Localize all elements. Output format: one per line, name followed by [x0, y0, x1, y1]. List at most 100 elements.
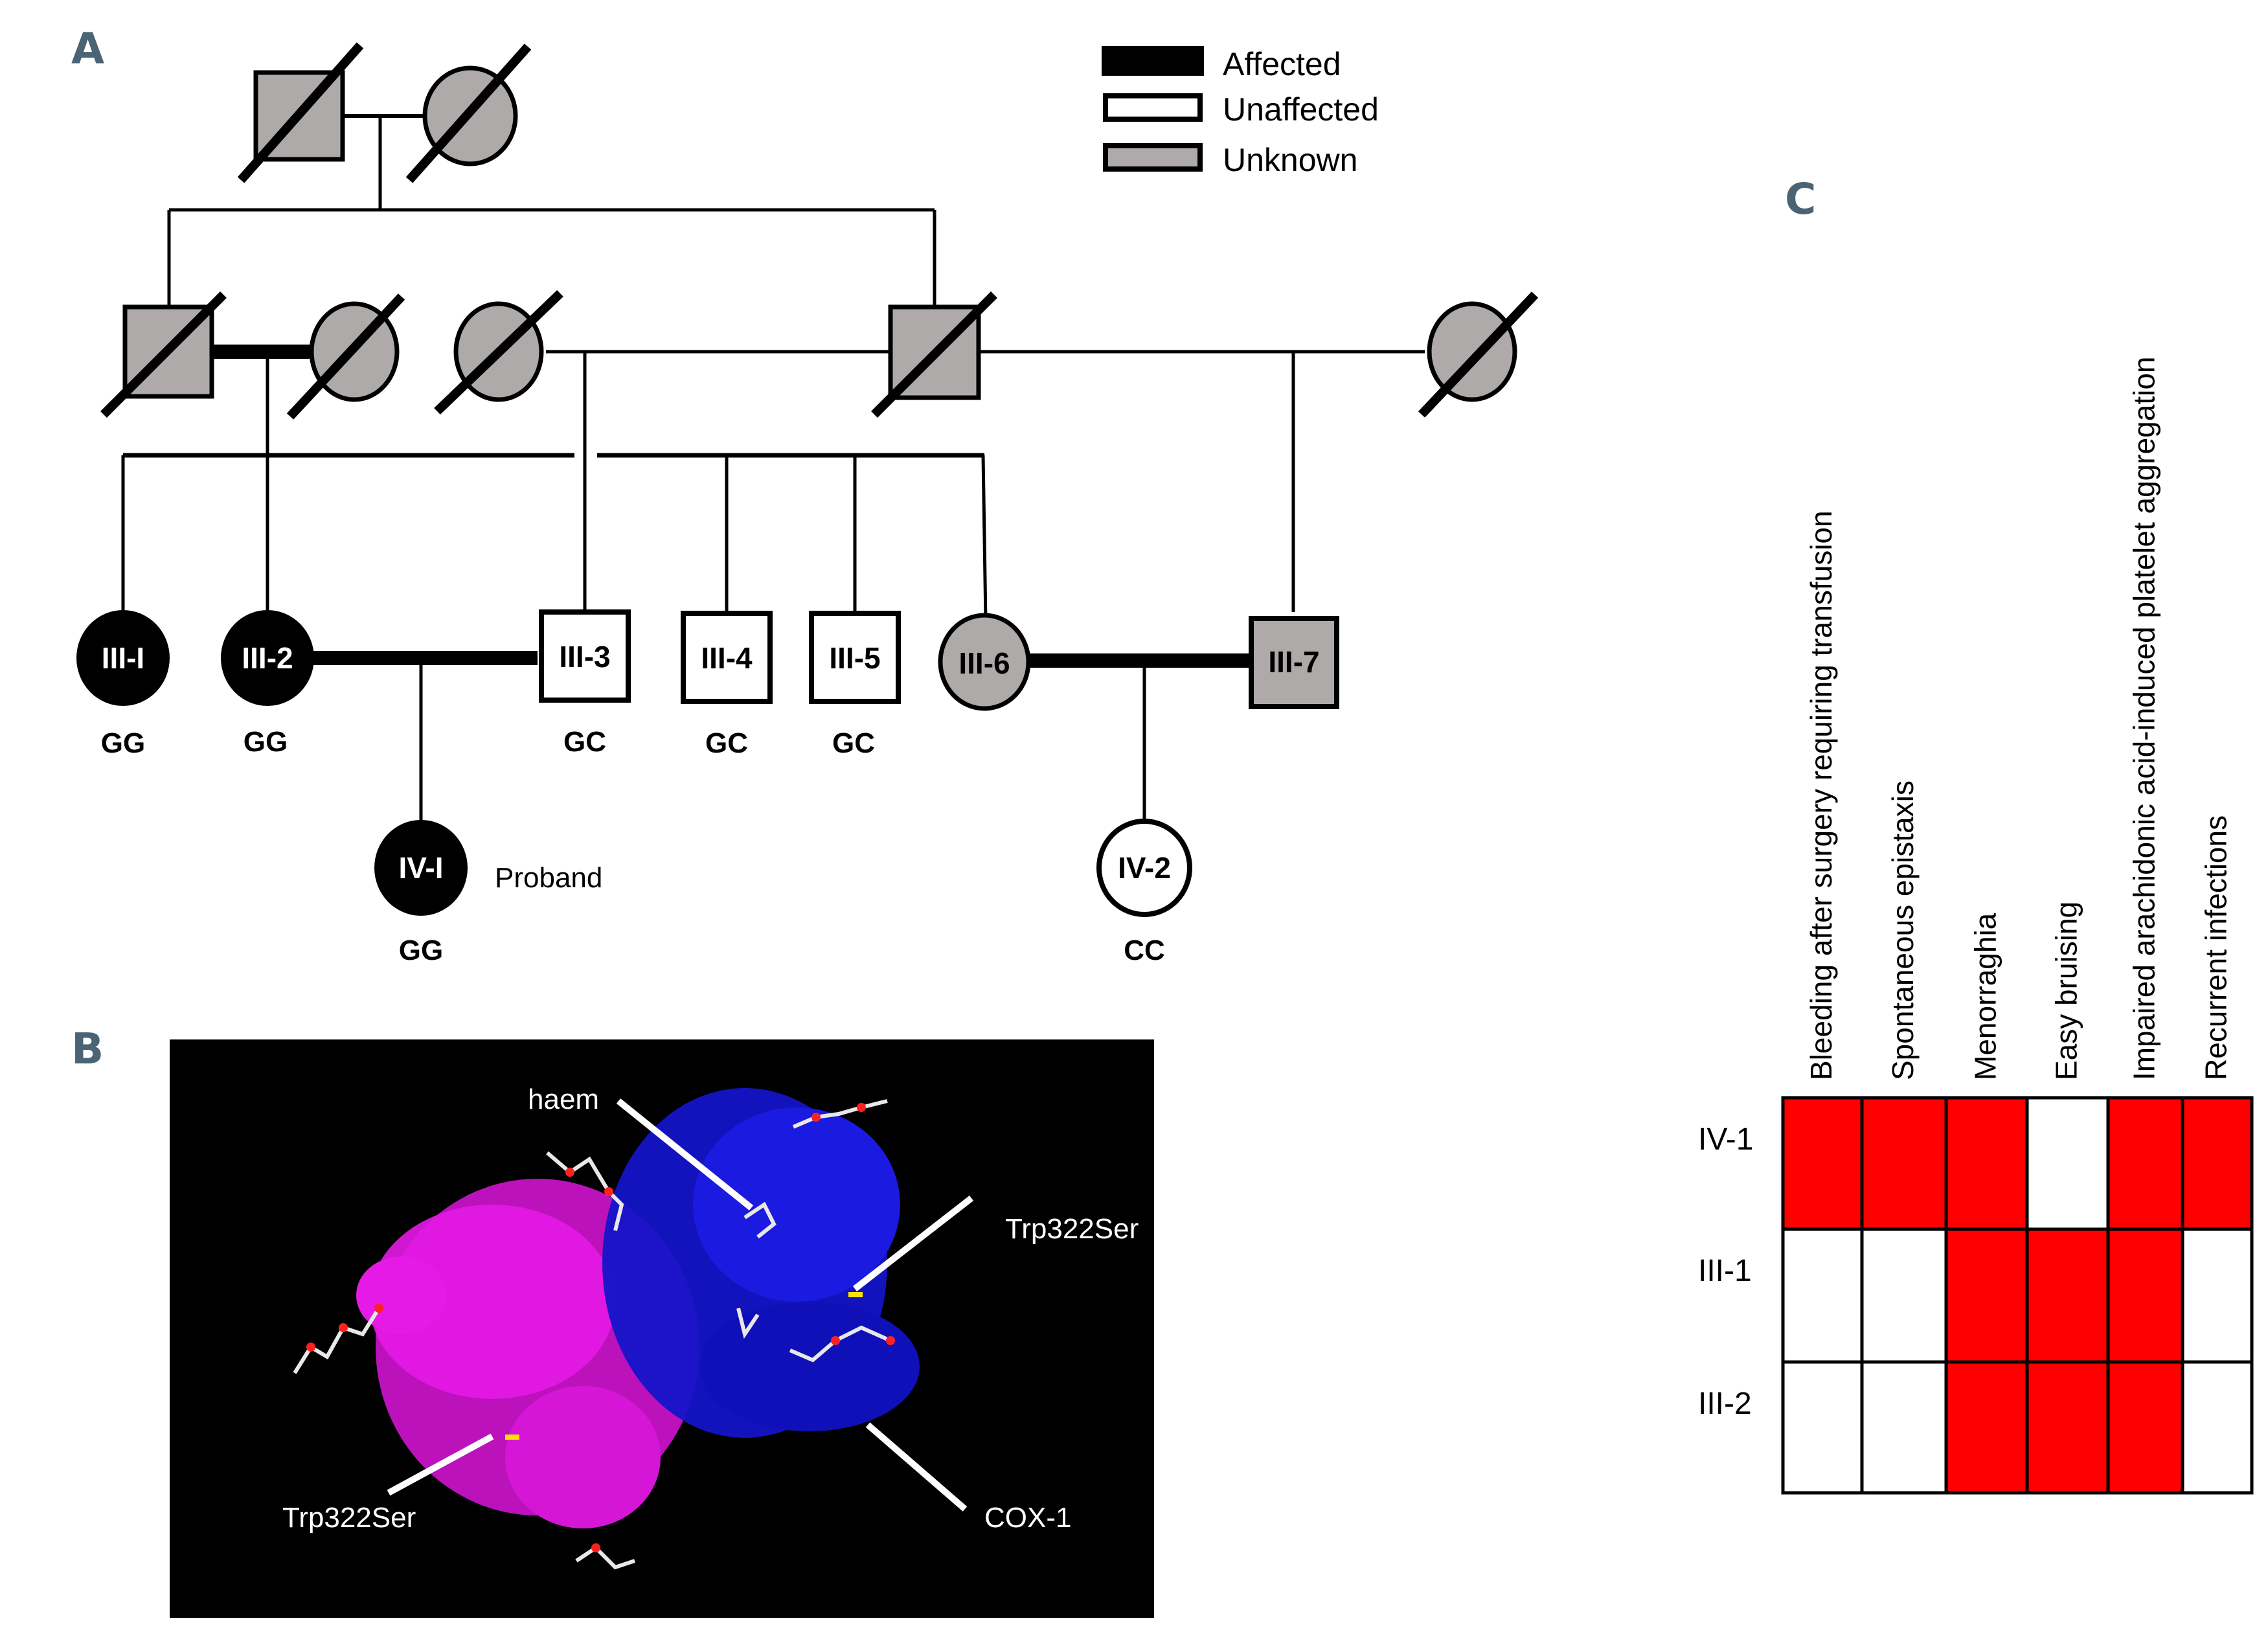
heatmap-column-label: Recurrent infections [2199, 815, 2233, 1080]
male-symbol-unaffected [809, 611, 901, 704]
atom [591, 1543, 600, 1552]
label-trp322ser-left: Trp322Ser [282, 1502, 416, 1534]
heatmap-row-label: III-2 [1698, 1387, 1752, 1421]
individual-label: IV-2 [1118, 851, 1171, 885]
legend-label-unknown: Unknown [1223, 142, 1357, 178]
pointer-haem [616, 1098, 754, 1210]
heatmap-row-label: III-1 [1698, 1254, 1752, 1288]
ligand [293, 1307, 381, 1374]
individual-ii3 [434, 289, 563, 415]
atom [565, 1168, 574, 1177]
heatmap-column-label: Bleeding after surgery requiring transfu… [1804, 510, 1838, 1080]
individual-label: III-I [102, 641, 144, 675]
heatmap-cell [2106, 1360, 2184, 1495]
heatmap-cell [1944, 1096, 2029, 1231]
chain-left [356, 1256, 447, 1334]
individual-ii4 [871, 291, 997, 418]
atom [604, 1187, 613, 1196]
individual-label: III-3 [559, 640, 610, 674]
female-symbol-unknown [938, 613, 1031, 711]
individual-iv1-proband: IV-I Proband GG [374, 820, 602, 966]
heatmap-column-label: Impaired arachidonic acid-induced platel… [2127, 357, 2161, 1081]
legend-swatch-unaffected [1103, 93, 1203, 122]
genotype: GC [563, 726, 606, 758]
individual-label: III-6 [958, 646, 1010, 680]
female-symbol [1427, 301, 1517, 402]
symptom-heatmap: Bleeding after surgery requiring transfu… [1698, 357, 2254, 1495]
cox1-chain-blue [602, 1088, 920, 1438]
panel-label-a: A [71, 24, 104, 74]
ligands [293, 1099, 892, 1570]
female-symbol-affected [374, 820, 468, 916]
female-symbol-unaffected [1096, 819, 1192, 917]
heatmap-cell [2106, 1096, 2184, 1231]
genotype: GG [244, 726, 288, 758]
heatmap-cell [1860, 1227, 1948, 1364]
protein-structure-panel: haem Trp322Ser Trp322Ser COX-1 [170, 1039, 1154, 1618]
individual-iii7: III-7 [1249, 616, 1339, 709]
individual-ii1 [100, 291, 227, 418]
genotype: GC [832, 727, 875, 759]
heatmap-cells [1781, 1096, 2254, 1495]
female-symbol-affected [76, 610, 170, 706]
individual-label: III-4 [701, 641, 753, 675]
individual-iii4: III-4 GC [681, 611, 773, 759]
heatmap-cell [2025, 1227, 2110, 1364]
heatmap-cell [1944, 1227, 2029, 1364]
oxygen-atoms [306, 1103, 895, 1552]
deceased-slash [286, 293, 405, 420]
individual-i2 [405, 43, 532, 183]
individual-iii5: III-5 GC [809, 611, 901, 759]
individual-iii1: III-I GG [76, 610, 170, 759]
pointer-trp-right [852, 1196, 974, 1291]
genotype: GG [399, 935, 443, 966]
atom [306, 1343, 315, 1352]
heatmap-row-label: IV-1 [1698, 1122, 1753, 1157]
heatmap-cell [1781, 1096, 1864, 1231]
individual-iii3: III-3 GC [539, 609, 631, 758]
individual-label: IV-I [398, 851, 443, 885]
legend-label-affected: Affected [1223, 46, 1341, 82]
haem-ligand [743, 1201, 777, 1239]
atom [886, 1336, 895, 1345]
child-line-iii6 [981, 455, 988, 621]
atom [831, 1336, 840, 1345]
atom [339, 1323, 348, 1332]
chain-helices [369, 1205, 615, 1399]
male-symbol-unaffected [539, 609, 631, 703]
atom [857, 1103, 866, 1112]
individual-iv2: IV-2 CC [1096, 819, 1192, 966]
heatmap-cell [1860, 1360, 1948, 1495]
ligand [792, 1099, 888, 1129]
legend-swatch-affected [1102, 46, 1204, 76]
heatmap-cell [1860, 1096, 1948, 1231]
heatmap-cell [1781, 1227, 1864, 1364]
female-symbol-affected [221, 610, 314, 706]
proband-note: Proband [495, 862, 602, 894]
label-haem: haem [528, 1084, 599, 1115]
chain-lower [699, 1302, 920, 1431]
heatmap-cell [2181, 1096, 2254, 1231]
atom [374, 1304, 383, 1313]
legend-label-unaffected: Unaffected [1223, 91, 1379, 128]
genotype: GG [101, 727, 145, 759]
individual-label: III-7 [1268, 645, 1319, 679]
heatmap-cell [1944, 1360, 2029, 1495]
heatmap-column-label: Menorraghia [1969, 913, 2002, 1080]
heatmap-cell [1781, 1360, 1864, 1495]
panel-label-c: C [1785, 174, 1816, 224]
individual-label: III-2 [242, 641, 293, 675]
atom [811, 1113, 821, 1122]
deceased-slash [100, 291, 227, 418]
deceased-slash [405, 43, 532, 183]
mutation-site-right [848, 1292, 863, 1297]
heatmap-column-labels: Bleeding after surgery requiring transfu… [1804, 357, 2233, 1081]
legend: Affected Unaffected Unknown [1102, 46, 1379, 178]
deceased-slash [1418, 291, 1539, 418]
heatmap-cell [2025, 1096, 2110, 1231]
panel-label-b: B [71, 1024, 104, 1074]
individual-ii5 [1418, 291, 1539, 418]
genotype: CC [1124, 935, 1165, 966]
ligand [575, 1545, 635, 1570]
